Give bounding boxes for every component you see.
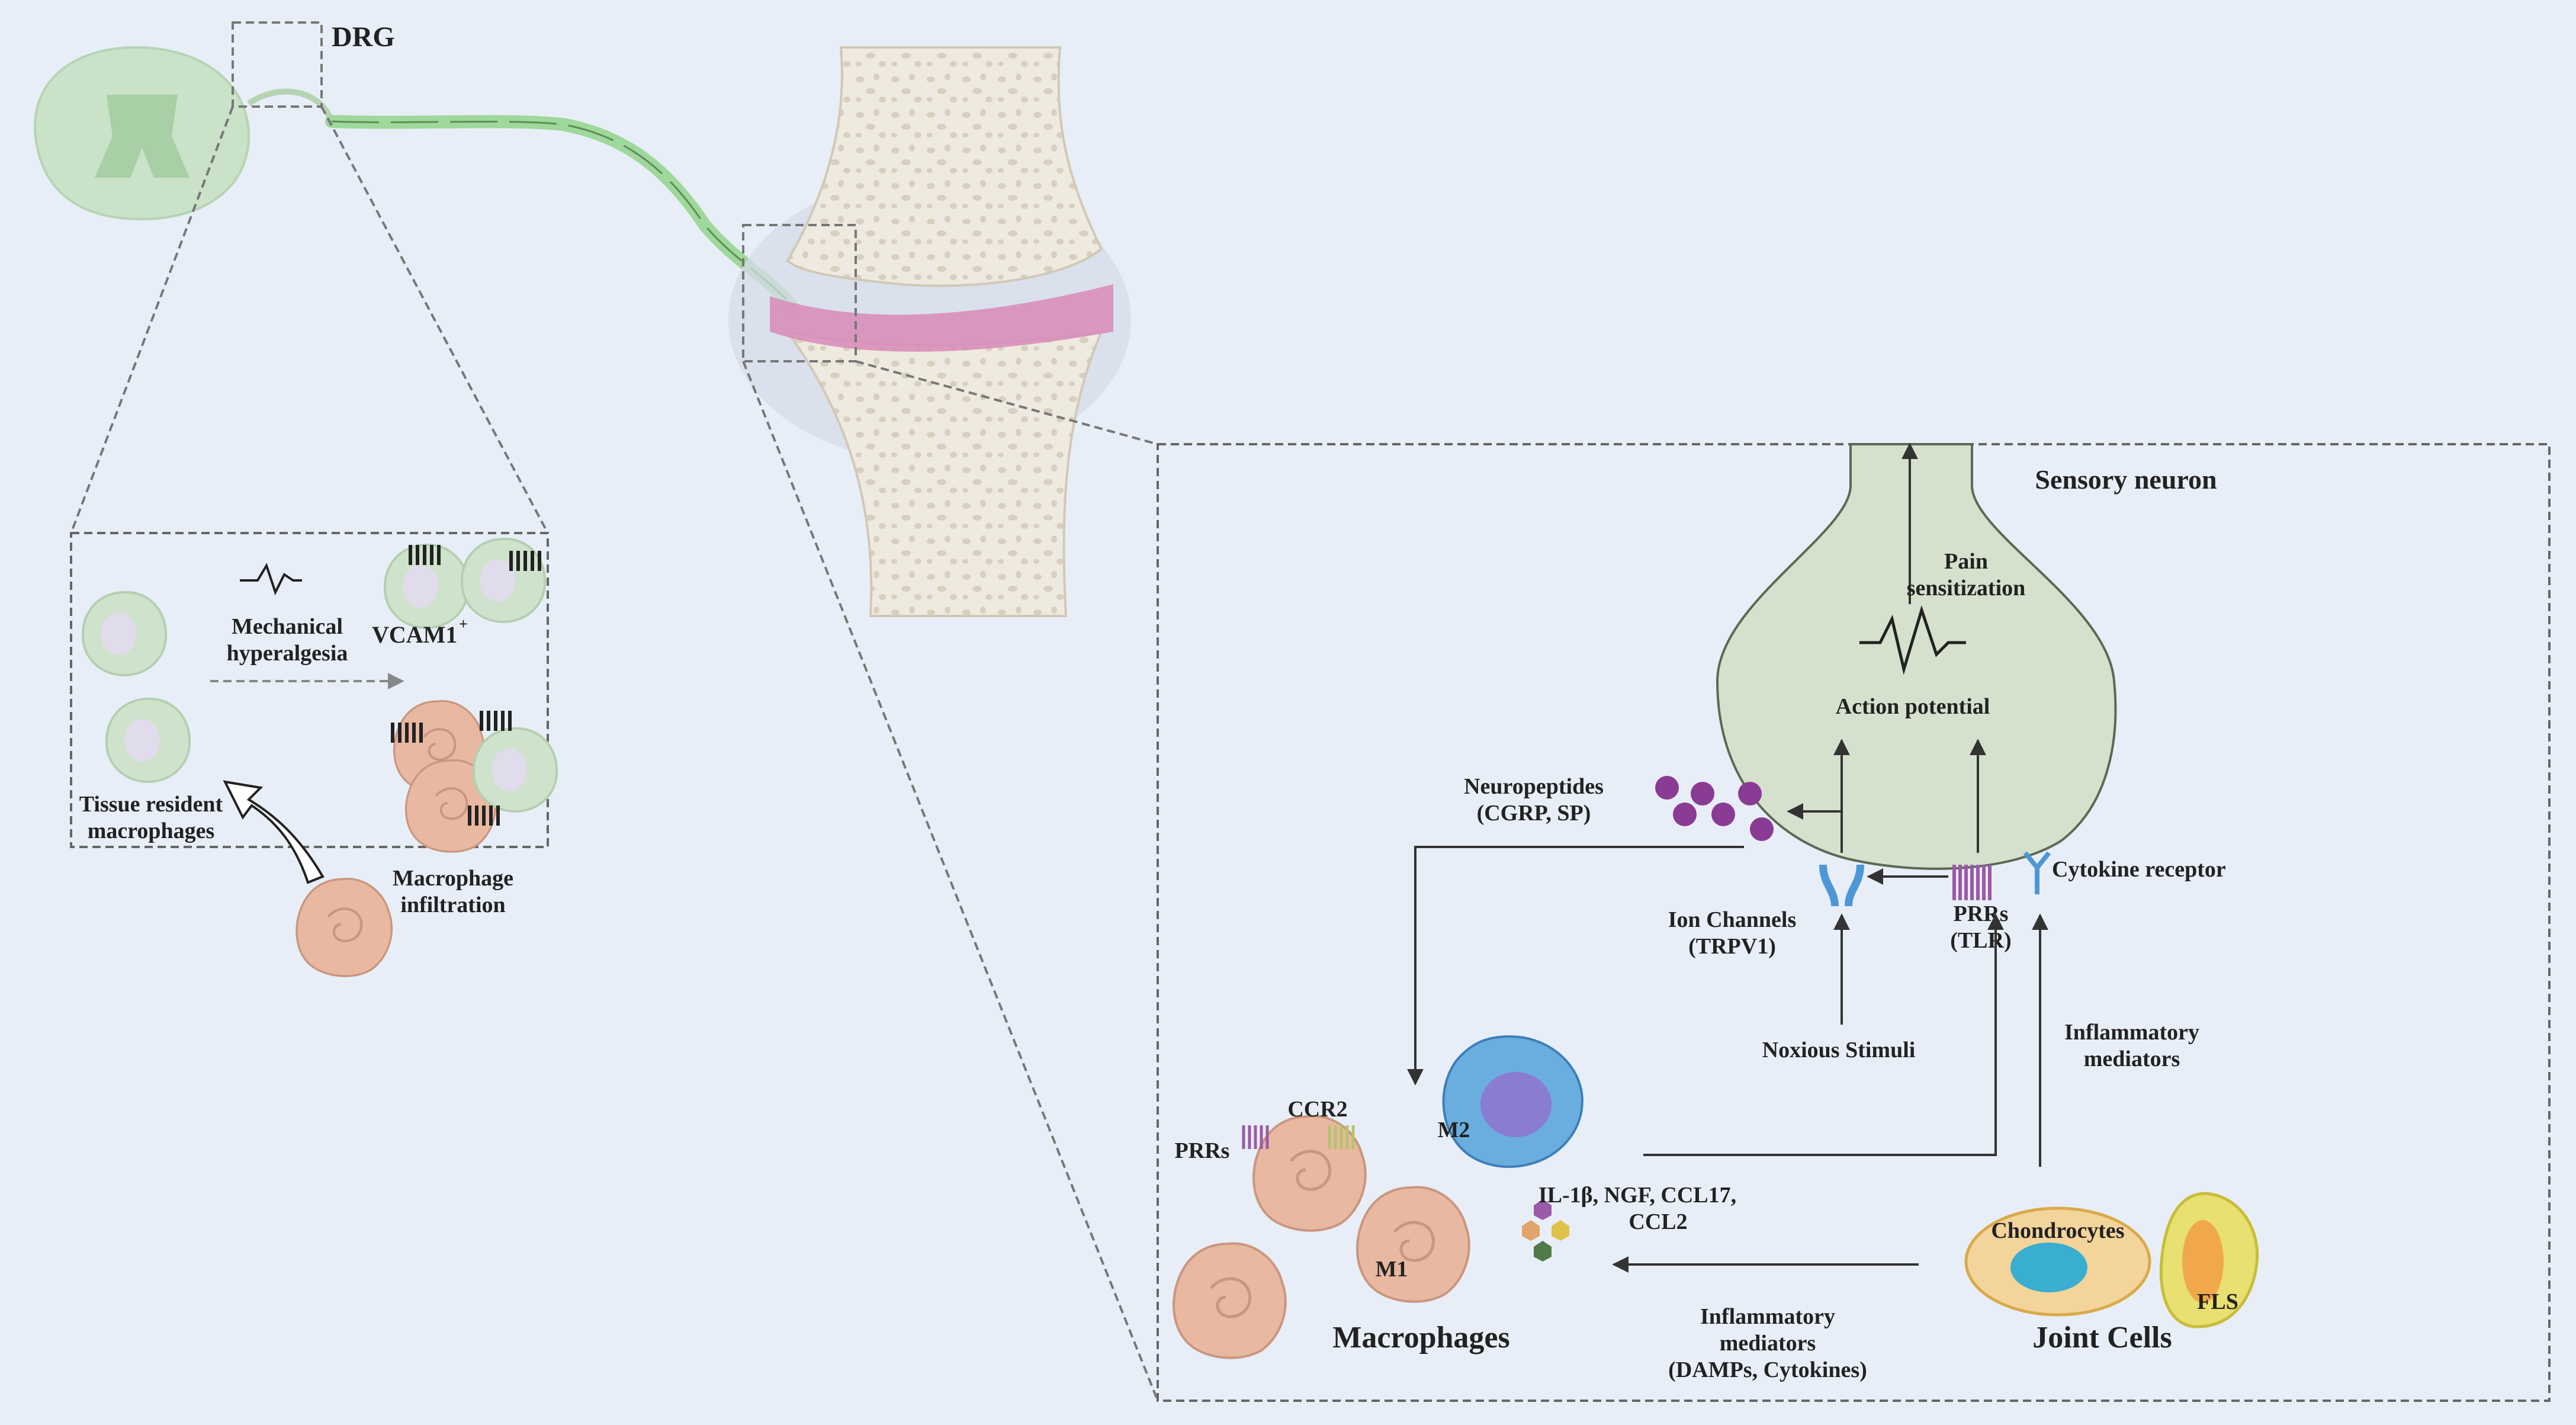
resident-macrophage <box>81 590 168 676</box>
tissue-resident-label: macrophages <box>88 819 215 843</box>
infiltration-arrow <box>223 780 325 884</box>
m1-label: M1 <box>1376 1257 1408 1282</box>
spinal-cord <box>34 46 335 221</box>
mechanical-hyperalgesia-label: Mechanical <box>232 614 343 639</box>
spike-icon <box>240 563 302 596</box>
macrophages-label: Macrophages <box>1332 1321 1509 1355</box>
drg-inset-box <box>70 532 549 848</box>
joint-zoom-box <box>742 224 857 362</box>
cytokines-label: CCL2 <box>1629 1209 1687 1234</box>
neuropeptides-label: (CGRP, SP) <box>1477 801 1591 826</box>
prr-receptor <box>1242 1125 1269 1149</box>
pain-sensitization-label: Pain <box>1944 549 1988 574</box>
neuropeptide-arrow <box>1407 846 1744 1086</box>
fls-label: FLS <box>2197 1289 2238 1314</box>
macrophage-infiltration-label: Macrophage <box>393 866 513 891</box>
m2-label: M2 <box>1438 1118 1470 1142</box>
fls-cell <box>2159 1192 2259 1328</box>
m1-macrophage <box>1357 1187 1469 1301</box>
macrophage-infiltration-label: infiltration <box>400 893 505 917</box>
resident-macrophage <box>105 697 191 783</box>
chondrocytes-label: Chondrocytes <box>1991 1218 2124 1243</box>
chondrocyte <box>1964 1206 2151 1317</box>
joint-bone <box>728 46 1131 617</box>
neuropeptides-label: Neuropeptides <box>1464 774 1604 799</box>
sensory-neuron-label: Sensory neuron <box>2035 464 2217 495</box>
cytokines-label: IL-1β, NGF, CCL17, <box>1538 1183 1736 1208</box>
macrophage <box>1174 1243 1286 1357</box>
cytokine-particles <box>1522 1199 1569 1262</box>
cytokine-receptor-label: Cytokine receptor <box>2052 857 2226 882</box>
prrs-macrophage-label: PRRs <box>1175 1138 1230 1163</box>
inflammatory-mediators-bottom-label: Inflammatory <box>1700 1304 1835 1329</box>
ion-channels-label: (TRPV1) <box>1688 934 1776 959</box>
ion-channels-label: Ion Channels <box>1668 907 1796 932</box>
trpv1-ion-channel <box>1819 865 1864 906</box>
neuropeptide-vesicles <box>1655 776 1774 841</box>
infiltrating-macrophage <box>297 879 391 976</box>
noxious-stimuli-label: Noxious Stimuli <box>1762 1038 1916 1063</box>
inflammatory-mediators-label: Inflammatory <box>2064 1020 2199 1045</box>
drg-label: DRG <box>332 21 395 53</box>
vcam1-label: VCAM1 <box>372 621 457 648</box>
cytokine-arrow <box>1643 913 2004 1156</box>
ccr2-receptor <box>1328 1125 1355 1149</box>
action-potential-label: Action potential <box>1836 694 1990 719</box>
prrs-tlr-label: (TLR) <box>1950 928 2011 953</box>
infiltrated-macrophage <box>472 727 558 813</box>
prr-receptor <box>1952 865 1992 900</box>
drg-zoom-box <box>232 21 323 108</box>
tissue-resident-label: Tissue resident <box>79 792 223 817</box>
pain-sensitization-label: sensitization <box>1907 576 2026 601</box>
prrs-tlr-label: PRRs <box>1954 901 2009 926</box>
ccr2-label: CCR2 <box>1287 1097 1347 1122</box>
joint-cells-label: Joint Cells <box>2032 1321 2172 1355</box>
m2-macrophage <box>1442 1035 1583 1168</box>
inflammatory-mediators-label: mediators <box>2084 1047 2180 1071</box>
cytokine-receptor-icon <box>2023 851 2051 894</box>
action-potential-icon <box>1859 605 1966 675</box>
vcam1-superscript: + <box>459 615 468 633</box>
inflammatory-mediators-bottom-label: mediators <box>1720 1331 1816 1356</box>
mechanical-hyperalgesia-label: hyperalgesia <box>227 641 348 666</box>
inflammatory-mediators-bottom-label: (DAMPs, Cytokines) <box>1668 1357 1867 1382</box>
